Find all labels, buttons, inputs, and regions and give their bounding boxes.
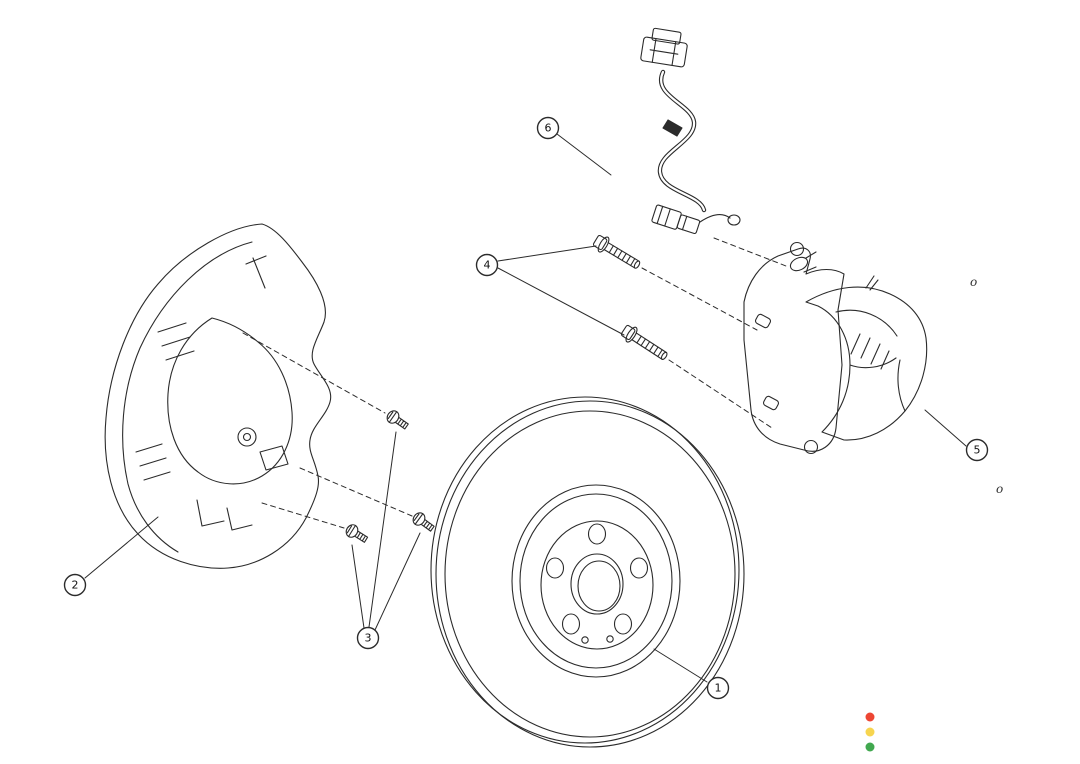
rotor-lug-hole — [629, 557, 649, 579]
callout-4-label: 4 — [484, 259, 491, 272]
part-shield-screws — [345, 410, 435, 543]
callout-leader-lines — [84, 133, 967, 683]
status-dots — [865, 712, 875, 752]
part-splash-shield — [104, 223, 332, 569]
status-dot-green — [865, 742, 875, 752]
rotor-lug-hole — [587, 523, 607, 545]
caliper-bleeder — [865, 275, 879, 291]
rotor-lug-hole — [613, 613, 633, 635]
bolt — [620, 324, 668, 360]
screw — [412, 512, 435, 532]
callout-5[interactable]: 5 — [965, 438, 989, 462]
caliper-inlet-port — [789, 256, 809, 272]
callout-6[interactable]: 6 — [536, 116, 560, 140]
caliper-mount-ear — [803, 439, 819, 455]
callout-2[interactable]: 2 — [63, 573, 87, 597]
shield-slot-marks — [245, 255, 267, 289]
callout-2-label: 2 — [72, 579, 79, 592]
harness-top-connector — [640, 27, 688, 68]
part-brake-caliper — [743, 241, 928, 455]
screw — [386, 410, 409, 430]
assembly-guide-lines — [242, 237, 787, 529]
screw — [345, 524, 369, 543]
bolt — [592, 234, 641, 269]
rotor-lug-hole — [561, 613, 581, 635]
callout-3[interactable]: 3 — [356, 626, 380, 650]
rotor-lug-hole — [545, 557, 565, 579]
harness-mid-connector — [651, 204, 701, 235]
ref-mark-1: o — [970, 275, 977, 289]
status-dot-red — [865, 712, 875, 722]
callout-6-label: 6 — [545, 122, 552, 135]
part-brake-rotor — [430, 396, 745, 748]
part-guide-bolts — [592, 234, 668, 360]
callout-1-label: 1 — [715, 682, 722, 695]
harness-clip — [662, 119, 683, 137]
callout-1[interactable]: 1 — [706, 676, 730, 700]
part-wear-sensor-harness — [640, 27, 741, 235]
callout-4[interactable]: 4 — [475, 253, 499, 277]
status-dot-yellow — [865, 727, 875, 737]
caliper-mount-ear — [789, 241, 805, 257]
ref-mark-2: o — [996, 482, 1003, 496]
callout-5-label: 5 — [974, 444, 981, 457]
callout-3-label: 3 — [365, 632, 372, 645]
